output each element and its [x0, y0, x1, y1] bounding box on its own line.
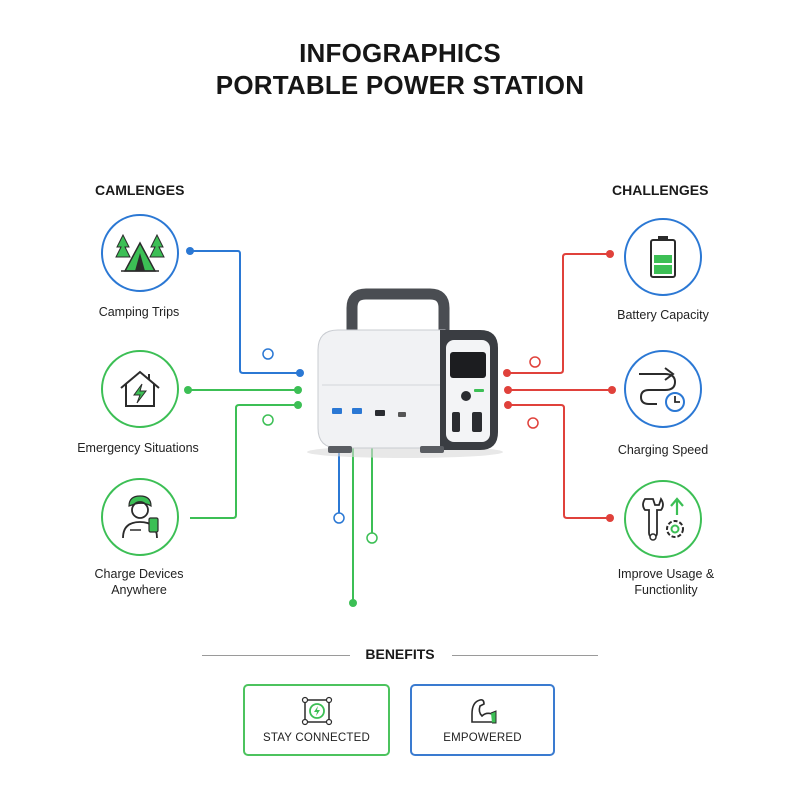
title-line-1: INFOGRAPHICS: [299, 38, 501, 68]
charge-devices-circle: [101, 478, 179, 556]
improve-usage-circle: [624, 480, 702, 558]
benefit-empowered: EMPOWERED: [410, 684, 555, 756]
benefits-rule-right: [452, 655, 598, 656]
charging-speed-label: Charging Speed: [617, 443, 709, 457]
emergency-label: Emergency Situations: [77, 441, 199, 455]
benefit-empowered-label: EMPOWERED: [443, 732, 522, 744]
wire-camping: [186, 247, 304, 377]
house-lightning-icon: [120, 370, 160, 407]
title-line-2: PORTABLE POWER STATION: [215, 70, 585, 100]
wire-charge-devices: [190, 401, 302, 519]
left-heading: CAMLENGES: [95, 182, 185, 198]
benefit-stay-connected: STAY CONNECTED: [243, 684, 390, 756]
speed-clock-icon: [639, 367, 685, 412]
wire-charging-speed: [504, 386, 616, 394]
right-heading: CHALLENGES: [612, 182, 709, 198]
wire-battery: [503, 250, 614, 377]
battery-label: Battery Capacity: [617, 308, 709, 322]
improve-usage-label-line2: Functionlity: [634, 583, 698, 597]
benefit-stay-connected-label: STAY CONNECTED: [263, 732, 370, 744]
tent-icon: [115, 233, 165, 272]
flexed-arm-icon: [470, 699, 496, 724]
charging-speed-circle: [624, 350, 702, 428]
charge-devices-label: Charge Devices Anywhere: [82, 566, 196, 598]
person-phone-icon: [122, 495, 159, 539]
wire-improve-usage: [504, 401, 614, 522]
wrench-gear-icon: [642, 496, 684, 541]
wire-emergency: [184, 386, 302, 394]
benefits-rule-left: [202, 655, 350, 656]
power-station-device: [307, 288, 503, 458]
camping-circle: [101, 214, 179, 292]
charge-devices-label-line1: Charge Devices: [94, 567, 184, 581]
benefits-heading: BENEFITS: [365, 646, 435, 662]
emergency-circle: [101, 350, 179, 428]
improve-usage-label: Improve Usage & Functionlity: [600, 566, 732, 598]
camping-label: Camping Trips: [98, 305, 180, 319]
improve-usage-label-line1: Improve Usage &: [617, 567, 715, 581]
connected-lightning-icon: [301, 696, 332, 726]
battery-icon: [650, 236, 676, 278]
charge-devices-label-line2: Anywhere: [111, 583, 167, 597]
battery-circle: [624, 218, 702, 296]
